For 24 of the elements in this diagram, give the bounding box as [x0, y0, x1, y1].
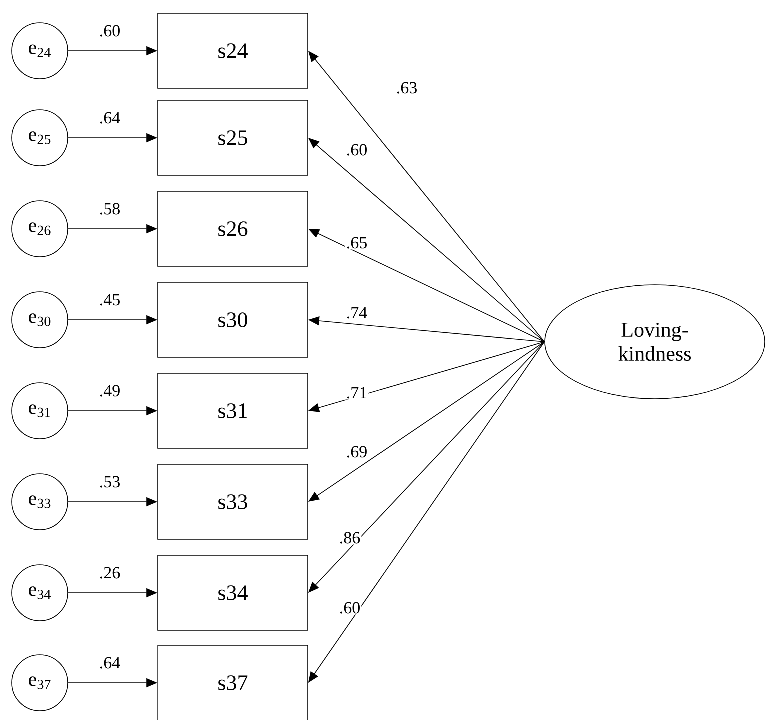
indicator-box: s34 — [158, 555, 308, 631]
edge-label: .69 — [345, 445, 369, 459]
edge-label: .71 — [345, 386, 369, 400]
edge-label: .64 — [98, 656, 122, 670]
indicator-box: s31 — [158, 373, 308, 449]
edge-label: .65 — [345, 236, 369, 250]
indicator-box: s25 — [158, 100, 308, 176]
edge-label: .74 — [345, 306, 369, 320]
indicator-box: s30 — [158, 282, 308, 358]
indicator-box: s37 — [158, 645, 308, 720]
edge-label: .86 — [338, 531, 362, 545]
edge-label: .60 — [338, 601, 362, 615]
edge-label: .45 — [98, 293, 122, 307]
edge-label: .26 — [98, 566, 122, 580]
indicator-box: s33 — [158, 464, 308, 540]
indicator-box: s26 — [158, 191, 308, 267]
edge-label: .64 — [98, 111, 122, 125]
edge-label: .60 — [345, 143, 369, 157]
edge-label: .60 — [98, 24, 122, 38]
edge-label: .49 — [98, 384, 122, 398]
edge-label: .53 — [98, 475, 122, 489]
indicator-box: s24 — [158, 13, 308, 89]
edge-label: .63 — [395, 81, 419, 95]
edge-label: .58 — [98, 202, 122, 216]
